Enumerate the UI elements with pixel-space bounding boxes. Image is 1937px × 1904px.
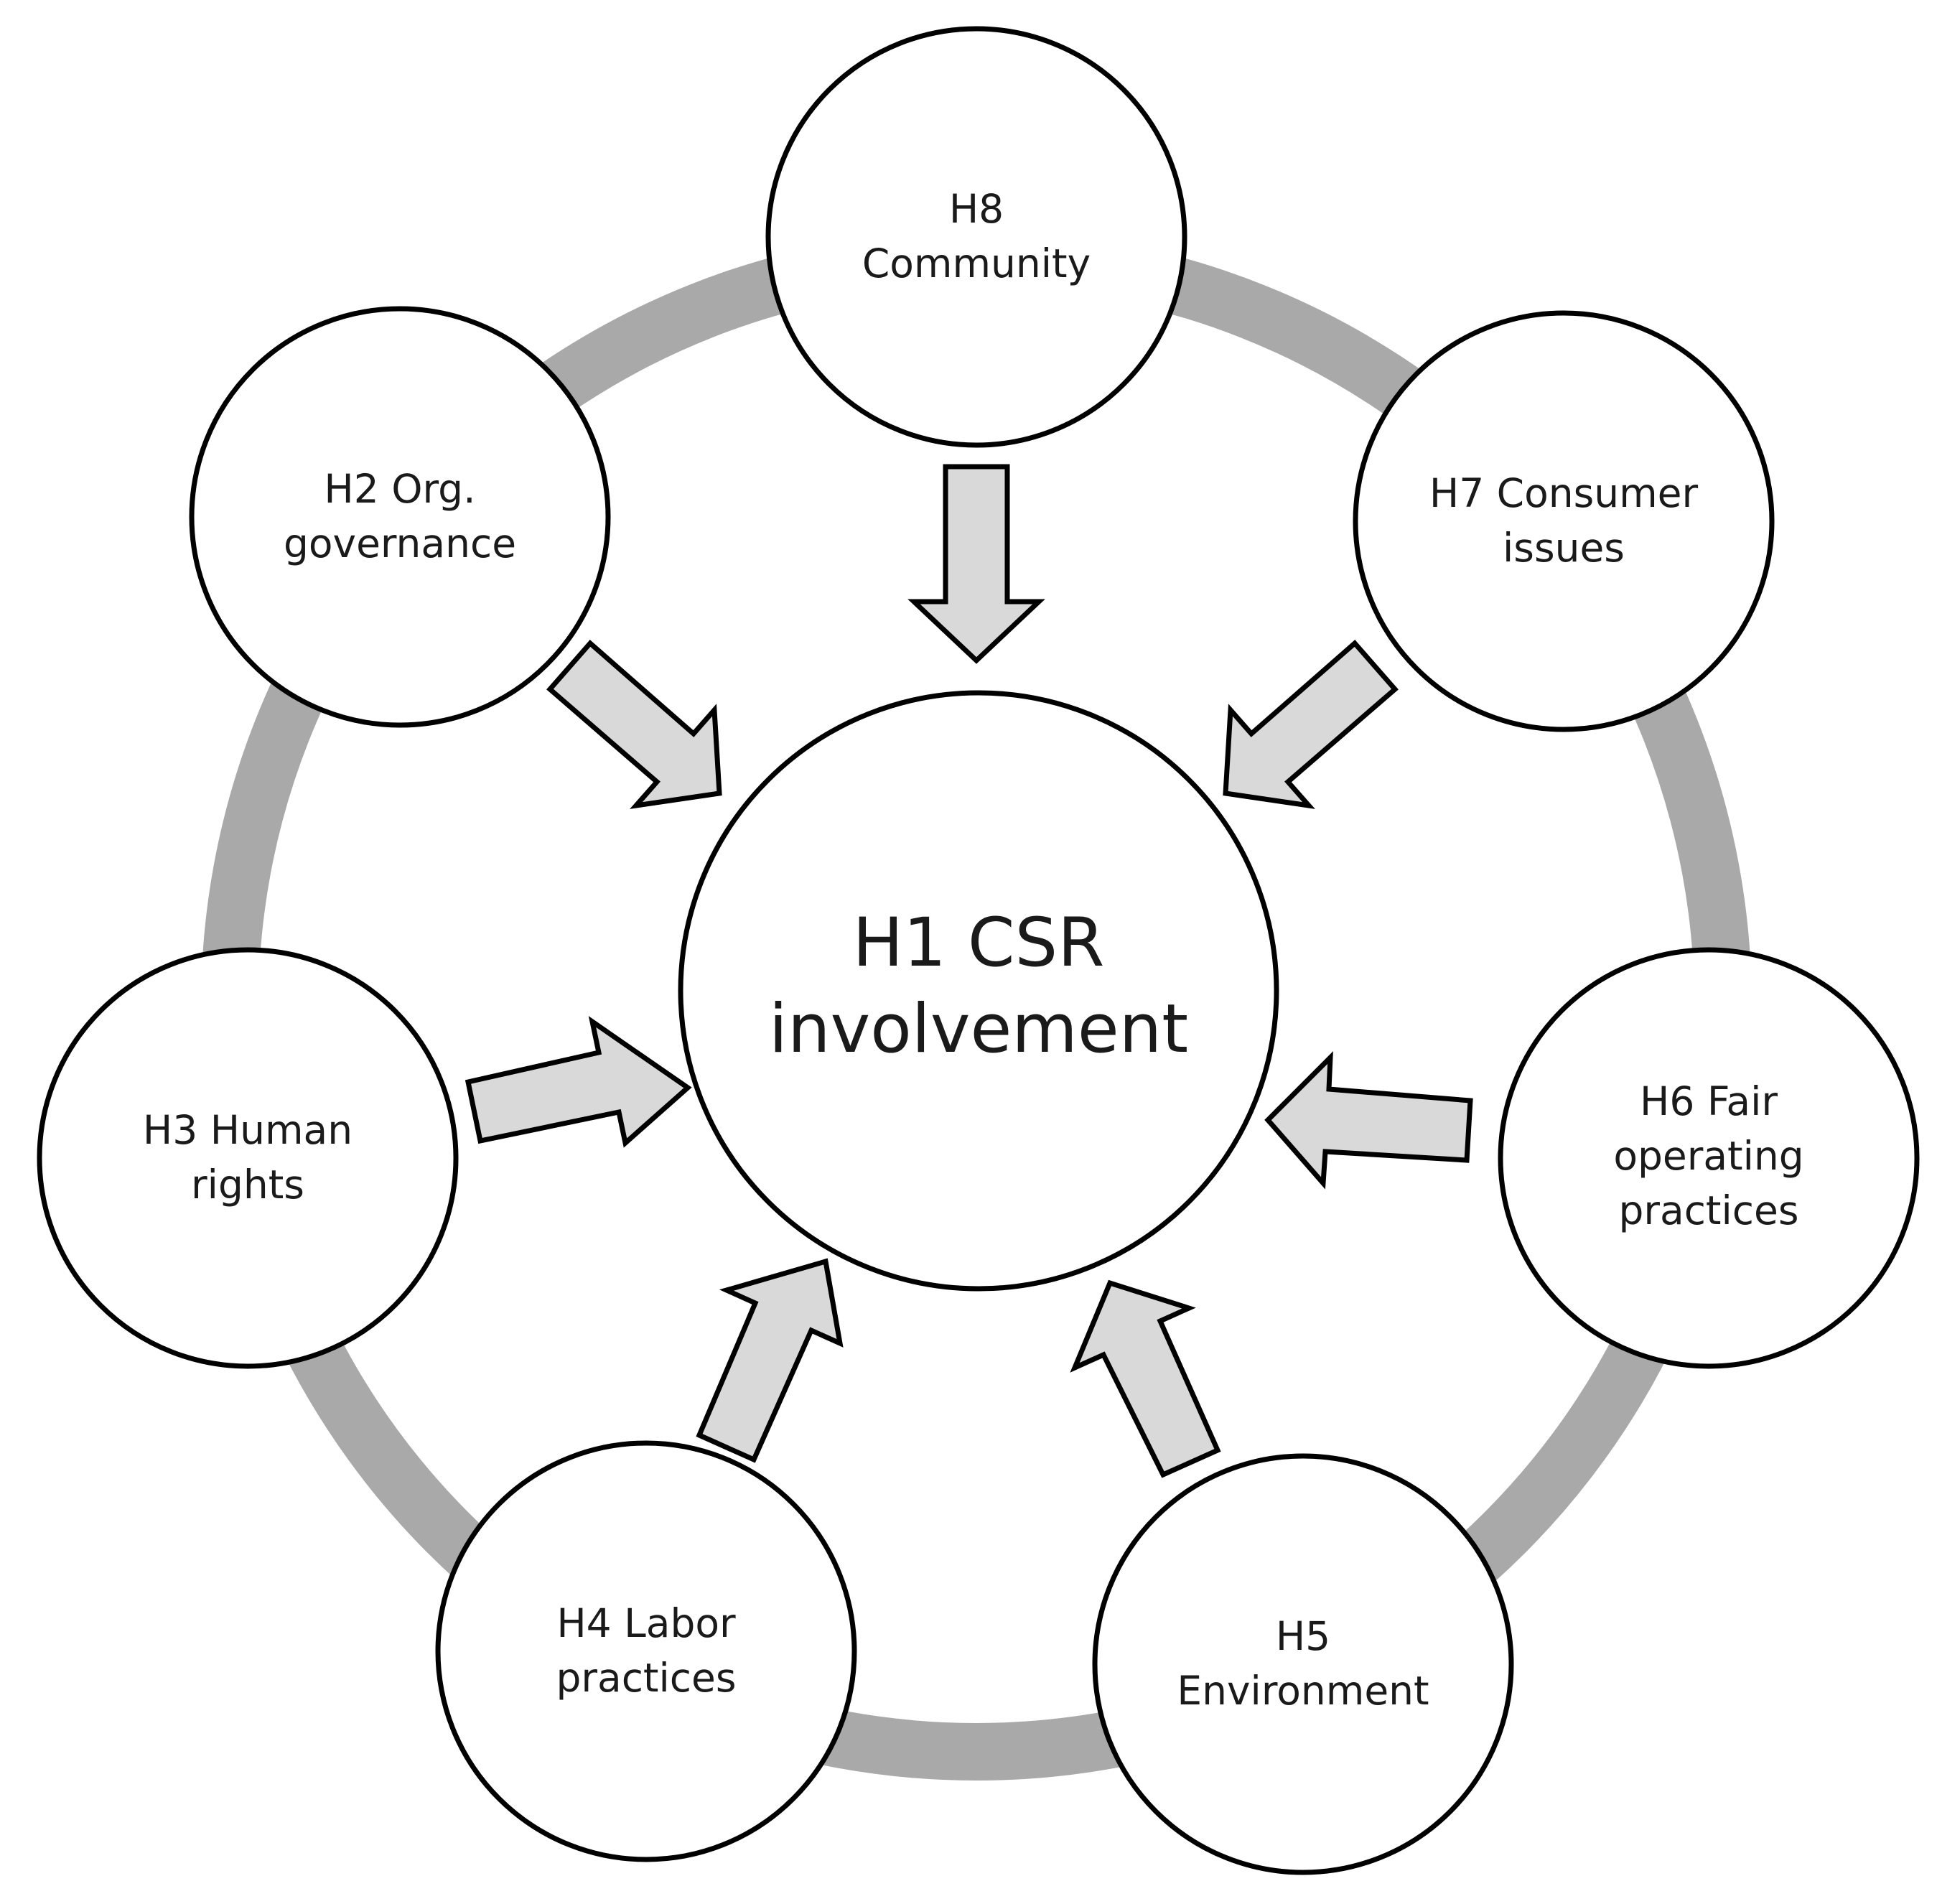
node-h3-label-1: H3 Human [143, 1107, 353, 1153]
node-h7-label-2: issues [1503, 525, 1625, 571]
node-h8-label-1: H8 [949, 186, 1004, 232]
node-h5: H5 Environment [1092, 1453, 1514, 1875]
arrow-h3-to-center [465, 1016, 692, 1148]
node-h5-label-1: H5 [1276, 1613, 1330, 1659]
node-h8-circle [765, 26, 1187, 448]
center-node-h1: H1 CSR involvement [678, 690, 1279, 1292]
node-h3: H3 Human rights [37, 947, 459, 1369]
center-node-label-1: H1 CSR [853, 904, 1105, 982]
arrow-h5-to-center [1070, 1279, 1221, 1478]
node-h2-label-1: H2 Org. [324, 466, 475, 512]
arrow-h6-to-center [1264, 1051, 1473, 1190]
node-h3-label-2: rights [191, 1162, 304, 1208]
node-h3-circle [37, 947, 459, 1369]
arrows-group [465, 464, 1473, 1478]
node-h2-label-2: governance [284, 521, 516, 566]
node-h5-label-2: Environment [1177, 1668, 1429, 1714]
center-node-circle [678, 690, 1279, 1292]
node-h5-circle [1092, 1453, 1514, 1875]
node-h2-circle [189, 306, 611, 728]
node-h6-label-1: H6 Fair [1640, 1078, 1778, 1124]
arrow-h4-to-center [696, 1258, 844, 1463]
node-h7-label-1: H7 Consumer [1429, 470, 1699, 516]
node-h8: H8 Community [765, 26, 1187, 448]
node-h6: H6 Fair operating practices [1498, 947, 1920, 1369]
node-h4: H4 Labor practices [435, 1440, 857, 1862]
node-h7: H7 Consumer issues [1353, 310, 1775, 732]
node-h4-label-2: practices [556, 1655, 736, 1701]
node-h7-circle [1353, 310, 1775, 732]
center-node-label-2: involvement [769, 990, 1188, 1068]
node-h4-circle [435, 1440, 857, 1862]
node-h6-label-3: practices [1618, 1187, 1798, 1233]
arrow-h7-to-center [1223, 640, 1399, 809]
node-h8-label-2: Community [862, 241, 1091, 286]
node-h2: H2 Org. governance [189, 306, 611, 728]
node-h4-label-1: H4 Labor [556, 1600, 736, 1646]
node-h6-circle [1498, 947, 1920, 1369]
arrow-h8-to-center [907, 464, 1045, 664]
arrow-h2-to-center [546, 640, 722, 809]
node-h6-label-2: operating [1613, 1133, 1803, 1179]
